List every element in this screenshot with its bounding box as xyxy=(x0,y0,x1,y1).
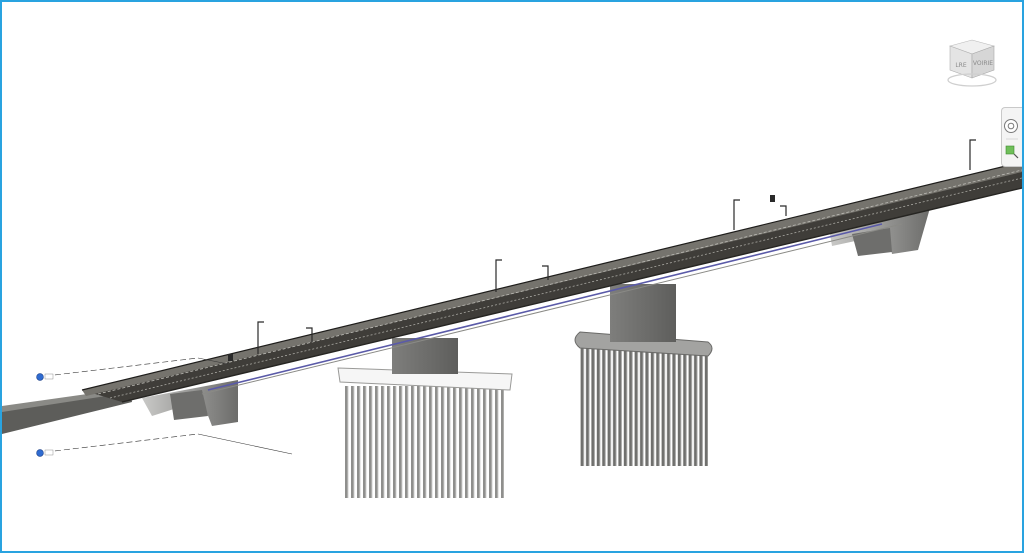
bridge-deck-surface xyxy=(82,162,1022,396)
deck-edge-bottom xyxy=(121,187,1022,403)
section-marker-lower xyxy=(36,433,293,457)
signal-box-2 xyxy=(770,195,775,202)
viewcube-compass-ring xyxy=(947,73,997,87)
lamp-posts xyxy=(257,139,976,354)
pile-group-2 xyxy=(580,348,708,466)
drainage-line xyxy=(207,223,883,391)
pier-column-1 xyxy=(392,338,458,374)
deck-rail-2 xyxy=(109,177,1022,399)
deck-rail-1 xyxy=(97,169,1022,395)
viewcube[interactable]: LRE VOIRIE xyxy=(942,38,1002,90)
pier-column-2 xyxy=(610,284,676,342)
full-navigation-wheel-icon[interactable] xyxy=(1004,119,1018,133)
viewcube-right-face xyxy=(971,45,995,79)
viewcube-right-label[interactable]: VOIRIE xyxy=(973,60,993,67)
pile-group-1 xyxy=(344,386,504,498)
deck-underside xyxy=(201,223,903,395)
section-marker-upper xyxy=(36,357,229,381)
zoom-region-icon[interactable] xyxy=(1005,145,1019,159)
left-abutment-face xyxy=(170,390,208,420)
pile-cap-2 xyxy=(574,331,713,357)
approach-road-left xyxy=(2,390,132,434)
navigation-bar xyxy=(1001,107,1022,167)
viewcube-left-label[interactable]: LRE xyxy=(955,62,967,69)
signal-box-1 xyxy=(228,354,233,361)
deck-edge-top xyxy=(81,161,1022,391)
right-abutment-face xyxy=(852,228,892,256)
